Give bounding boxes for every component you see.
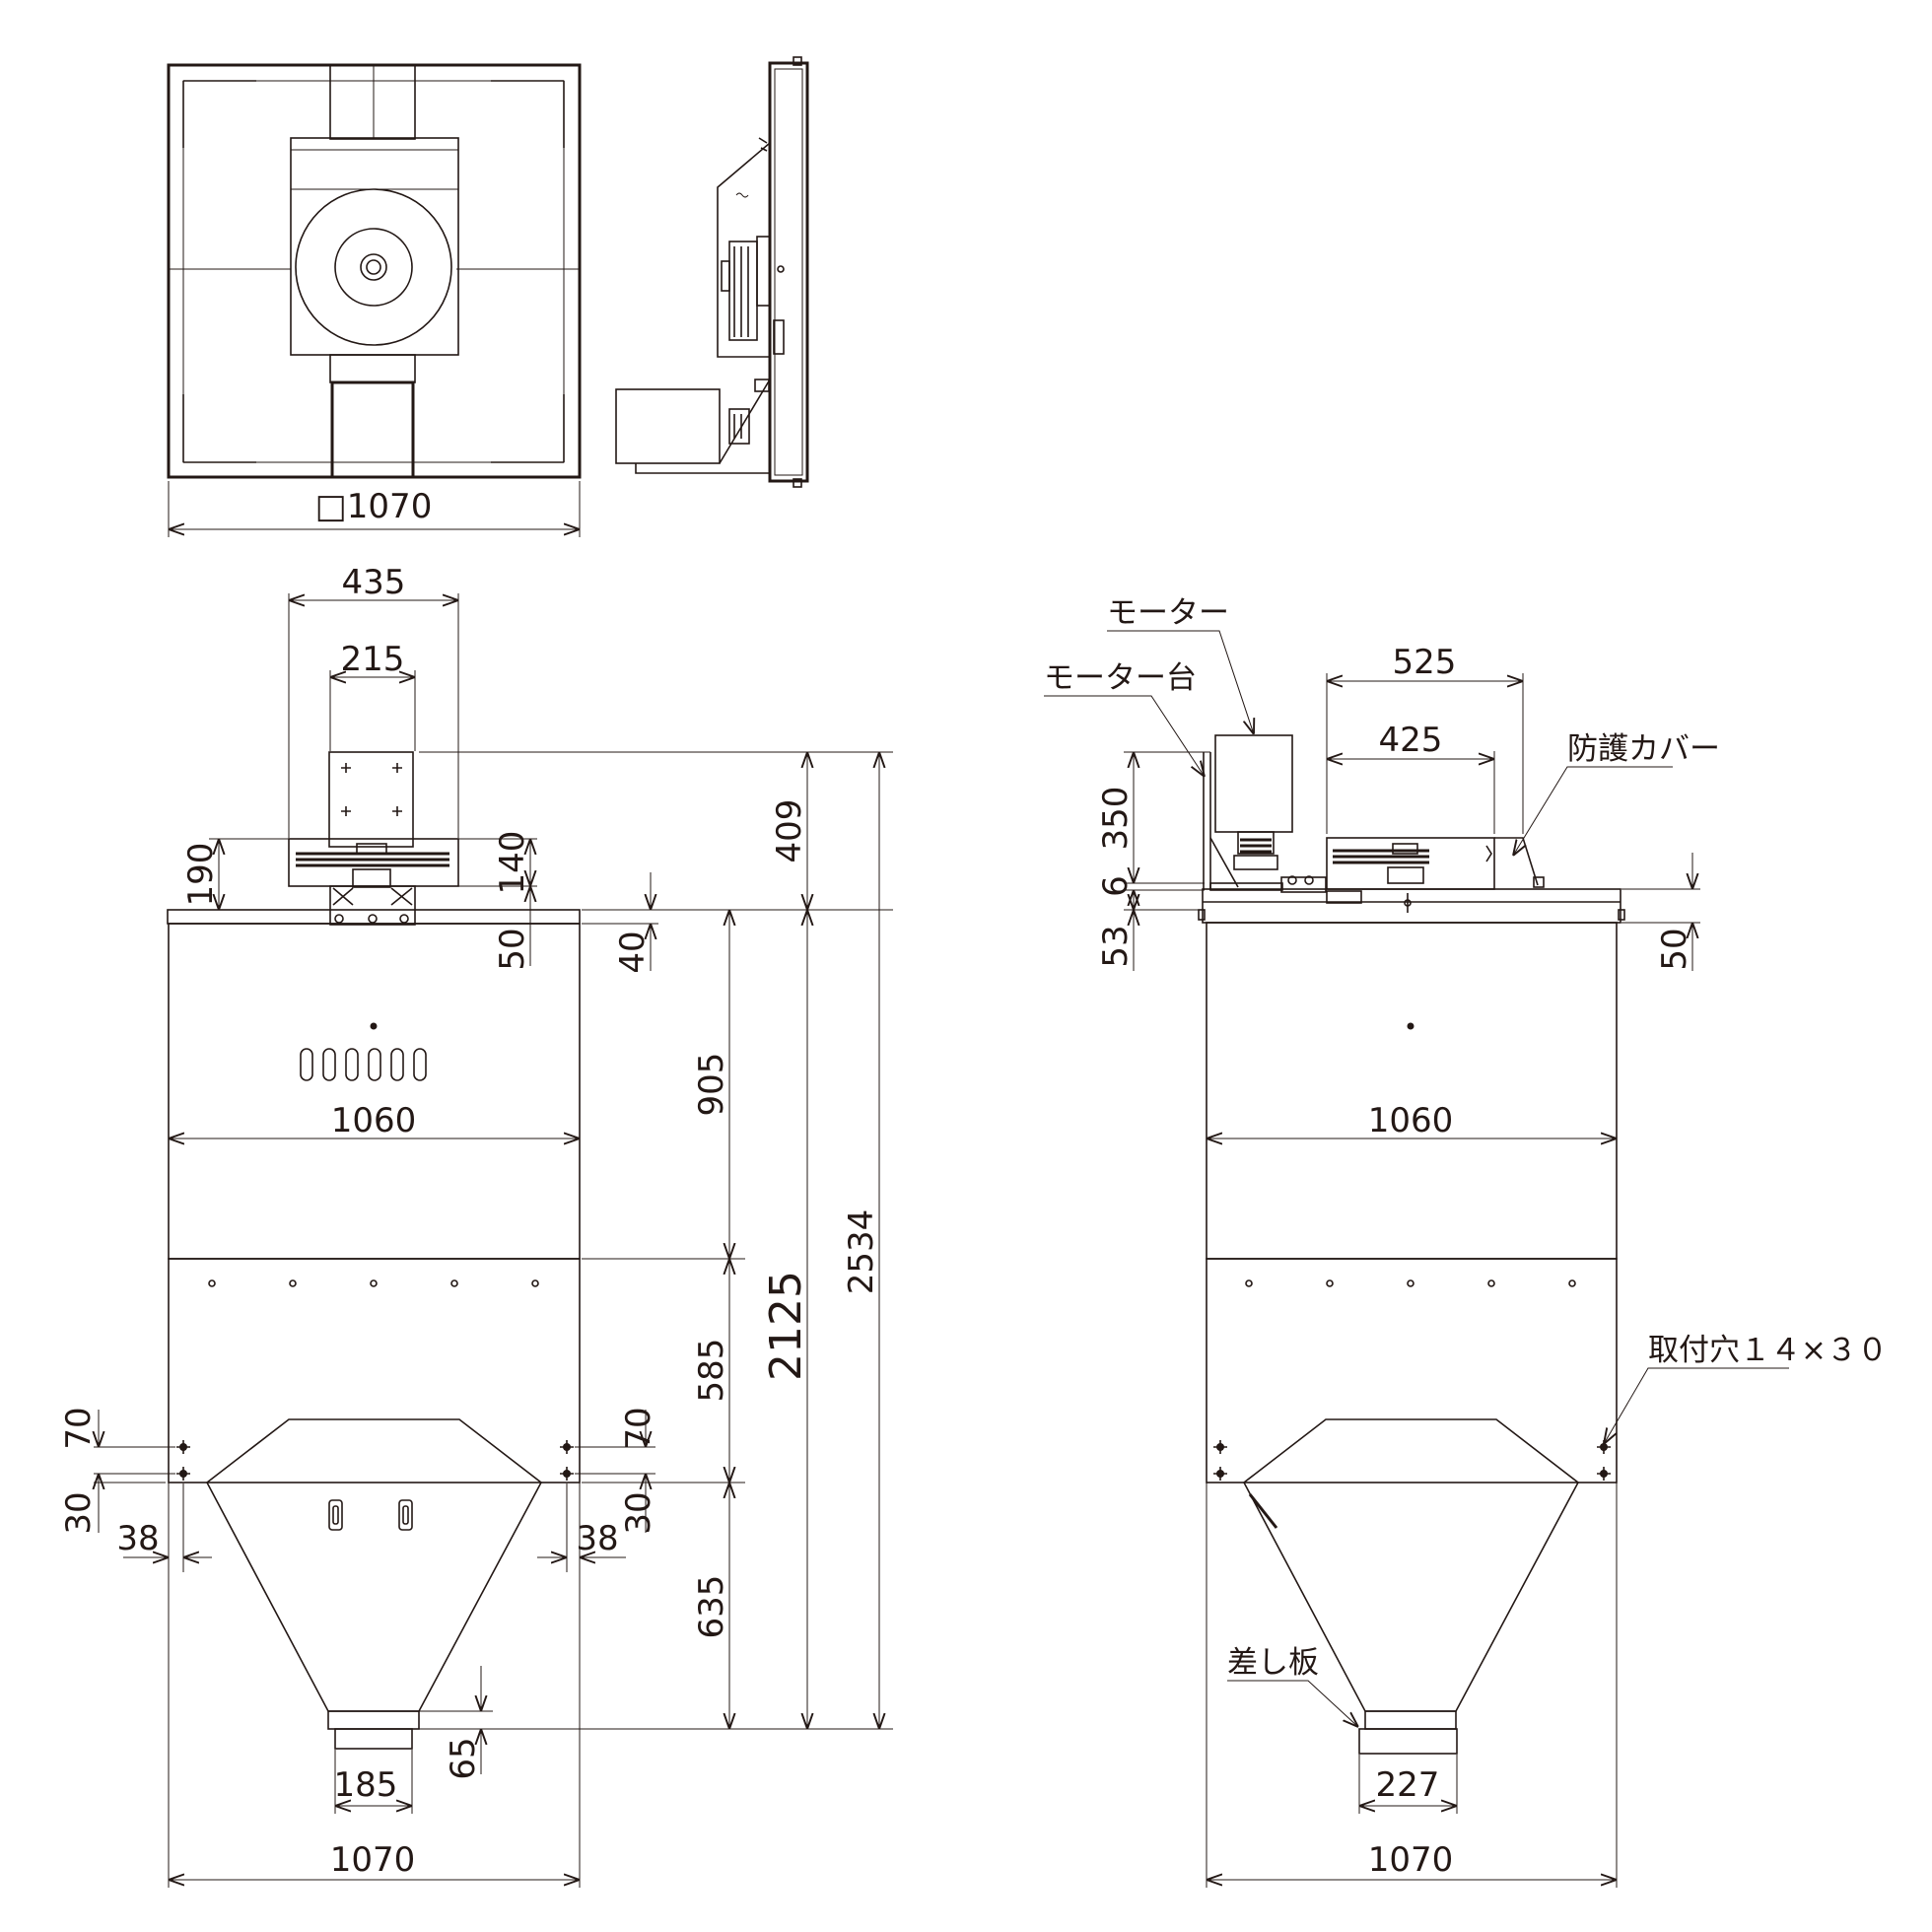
side-labels: モーター モーター台 防護カバー 取付穴１４×３０ 差し板 525 425 35… — [1044, 595, 1888, 1880]
label-motor: モーター — [1107, 595, 1229, 631]
vent-slots — [300, 1048, 427, 1081]
dim-215: 215 — [341, 640, 405, 679]
dim-905: 905 — [692, 1053, 731, 1117]
small-side-view — [615, 56, 809, 488]
side-dimensions — [1044, 630, 1789, 1888]
dim-1060-front: 1060 — [331, 1101, 417, 1140]
dim-53: 53 — [1096, 925, 1136, 967]
dim-30-left: 30 — [59, 1491, 99, 1534]
dim-635: 635 — [692, 1575, 731, 1639]
dim-227: 227 — [1376, 1765, 1440, 1805]
dim-6: 6 — [1096, 875, 1136, 897]
front-dimensions — [94, 481, 893, 1888]
dim-1070-front: 1070 — [330, 1840, 416, 1880]
mount-holes-left — [176, 1440, 190, 1481]
dim-425: 425 — [1379, 721, 1443, 760]
label-mounting-holes: 取付穴１４×３０ — [1648, 1333, 1888, 1368]
dim-65: 65 — [444, 1737, 483, 1779]
front-view — [167, 751, 581, 1750]
dim-1070-side: 1070 — [1368, 1840, 1454, 1880]
dim-2534: 2534 — [842, 1209, 881, 1295]
dim-525: 525 — [1393, 643, 1457, 682]
dim-38-right: 38 — [576, 1519, 618, 1558]
plan-view — [167, 63, 582, 479]
front-dimension-labels: □1070 435 215 409 190 140 50 40 1060 905… — [59, 487, 881, 1880]
dim-585: 585 — [692, 1339, 731, 1403]
dim-70-left: 70 — [59, 1407, 99, 1449]
side-mount-holes — [1213, 1440, 1611, 1481]
label-motor-base: モーター台 — [1044, 660, 1197, 696]
dim-2125: 2125 — [761, 1271, 811, 1381]
dim-190: 190 — [181, 843, 221, 907]
dim-350: 350 — [1096, 787, 1136, 851]
dim-435: 435 — [342, 563, 406, 602]
dim-140: 140 — [493, 831, 532, 895]
dim-409: 409 — [770, 799, 809, 863]
dim-50-side: 50 — [1655, 928, 1694, 970]
side-view — [1198, 734, 1625, 1755]
mount-holes-right — [560, 1440, 574, 1481]
dim-square-1070: □1070 — [315, 487, 433, 526]
dim-1060-side: 1060 — [1368, 1101, 1454, 1140]
dim-185: 185 — [334, 1765, 398, 1805]
dim-30-right: 30 — [619, 1491, 658, 1534]
dim-50-front: 50 — [493, 928, 532, 970]
label-slide-plate: 差し板 — [1227, 1645, 1319, 1681]
label-protective-cover: 防護カバー — [1567, 731, 1720, 767]
dim-70-right: 70 — [619, 1407, 658, 1449]
dim-40: 40 — [613, 931, 653, 973]
dim-38-left: 38 — [116, 1519, 159, 1558]
